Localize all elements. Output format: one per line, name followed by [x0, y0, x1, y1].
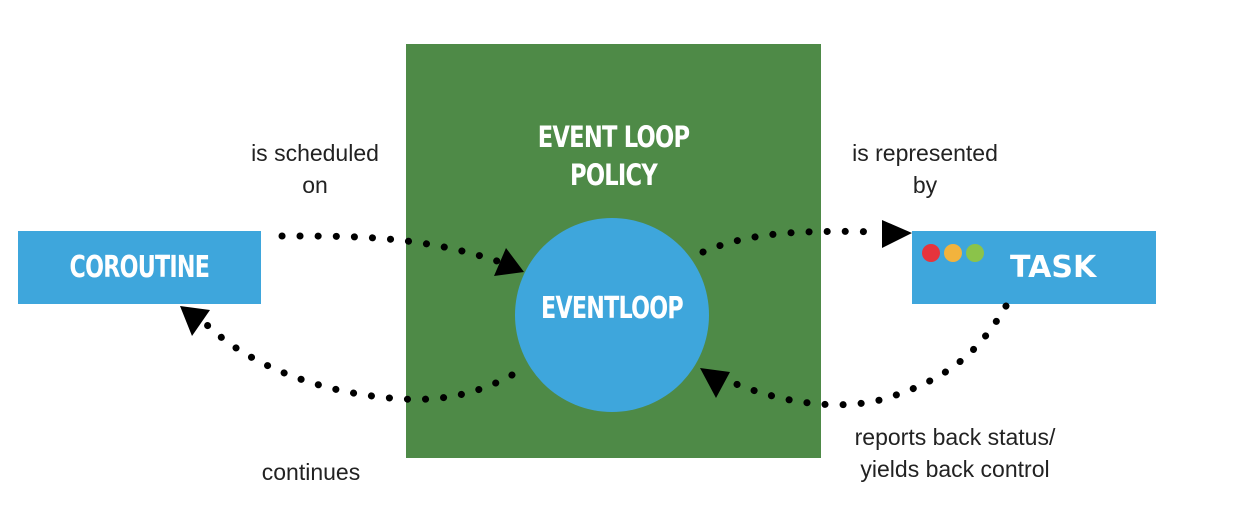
- eventloop-circle: [515, 218, 709, 412]
- edge-eventloop-to-task: [699, 227, 884, 256]
- label-is-represented-line-1: is represented: [852, 140, 998, 166]
- task-label-wrap: TASK: [1010, 231, 1097, 304]
- arrowhead-to-coroutine: [180, 306, 210, 336]
- label-reports-line-1: reports back status/: [854, 424, 1056, 450]
- edge-coroutine-to-eventloop: [278, 232, 504, 266]
- edge-eventloop-to-coroutine: [203, 321, 516, 403]
- arrowhead-to-eventloop-return: [700, 368, 730, 398]
- coroutine-label: COROUTINE: [69, 250, 210, 285]
- task-status-dot-red: [922, 244, 940, 262]
- label-is-represented-by: is represented by: [820, 137, 1030, 201]
- task-status-dot-green: [966, 244, 984, 262]
- label-continues: continues: [261, 459, 361, 485]
- label-is-scheduled-on: is scheduled on: [220, 137, 410, 201]
- label-is-represented-line-2: by: [912, 172, 938, 198]
- label-is-scheduled-line-1: is scheduled: [251, 140, 379, 166]
- label-is-scheduled-line-2: on: [302, 172, 328, 198]
- label-reports-back: reports back status/ yields back control: [820, 421, 1090, 485]
- policy-title-line-2: POLICY: [570, 158, 658, 192]
- task-status-dot-yellow: [944, 244, 962, 262]
- edge-task-to-eventloop: [718, 302, 1010, 409]
- arrowhead-to-eventloop: [494, 248, 524, 276]
- label-reports-line-2: yields back control: [860, 456, 1050, 482]
- task-label: TASK: [1010, 250, 1097, 285]
- coroutine-box: COROUTINE: [18, 231, 261, 304]
- event-loop-policy-title: EVENT LOOP POLICY: [452, 118, 776, 194]
- arrowhead-to-task: [882, 220, 912, 248]
- policy-title-line-1: EVENT LOOP: [537, 120, 690, 154]
- eventloop-label: EVENTLOOP: [541, 291, 684, 326]
